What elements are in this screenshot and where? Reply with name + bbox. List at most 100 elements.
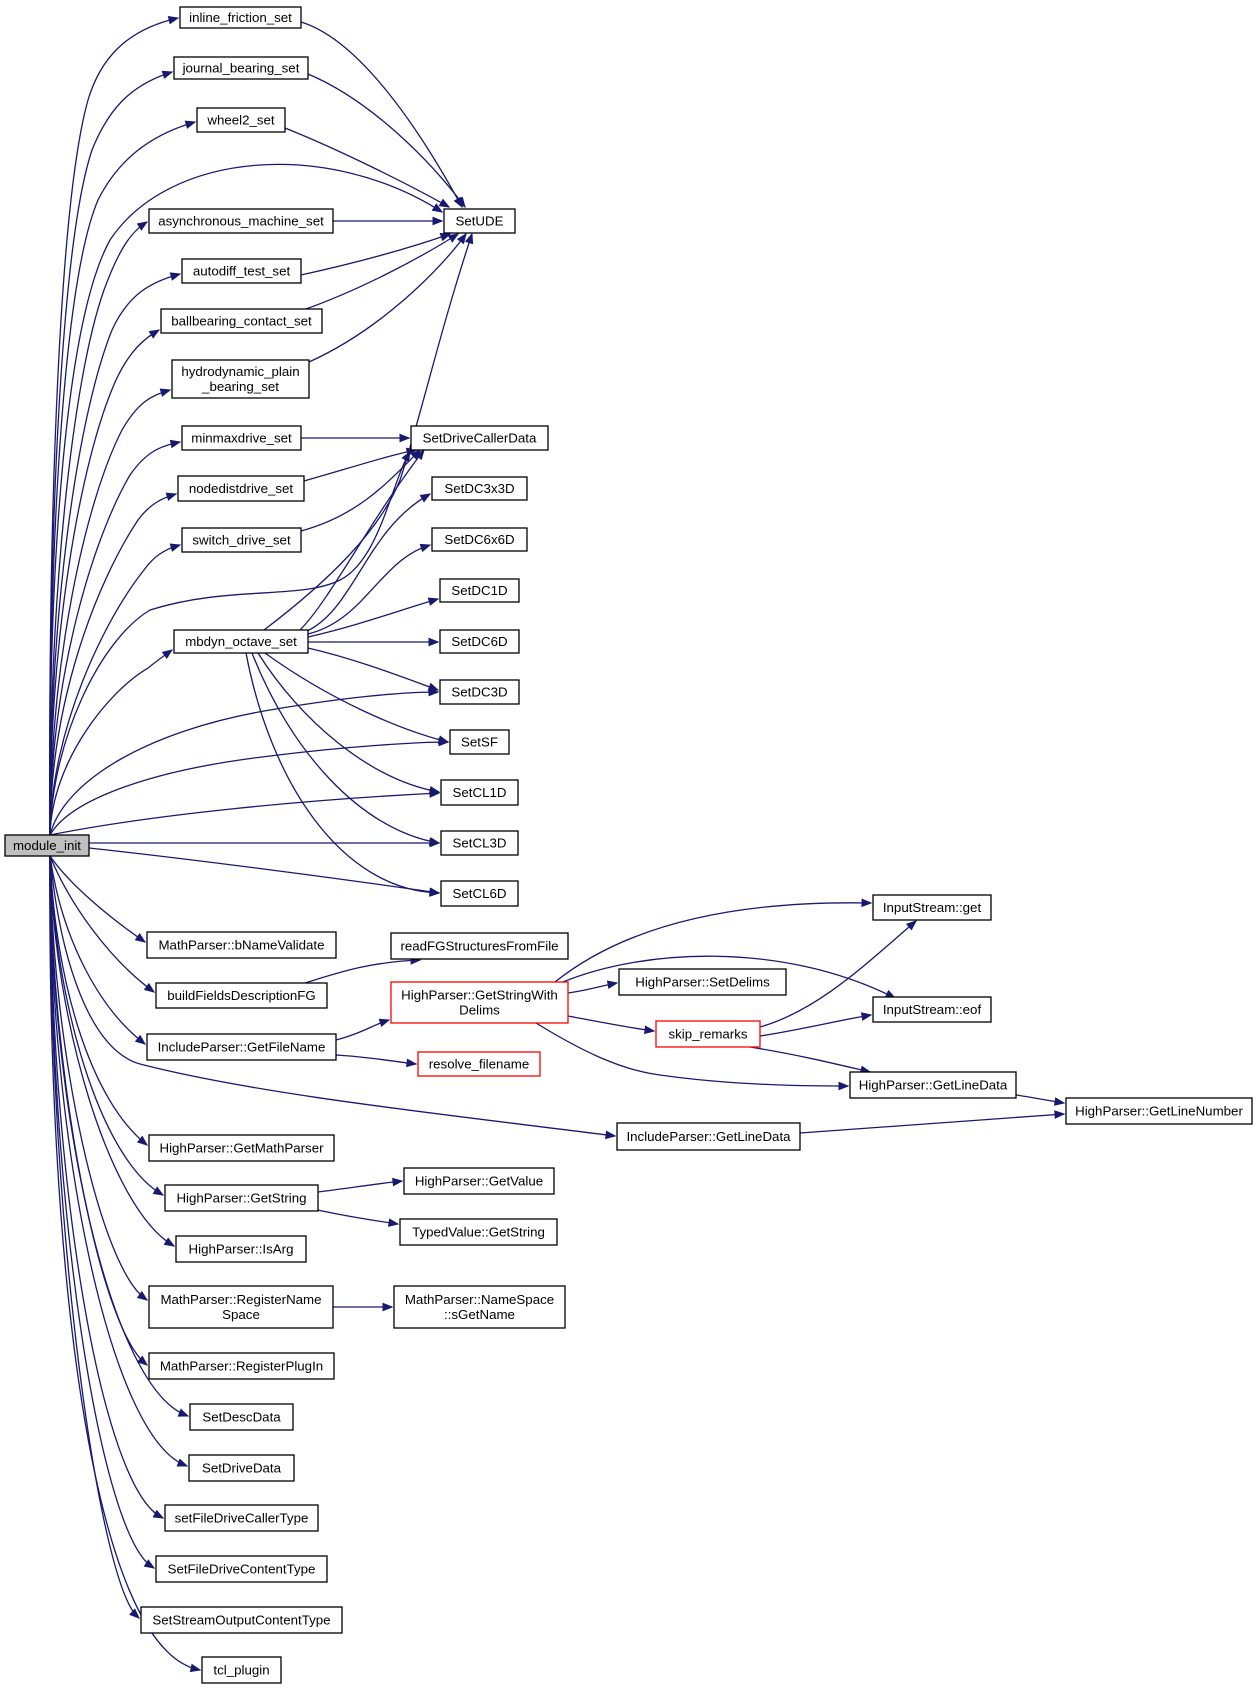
node-box[interactable]: [160, 308, 323, 334]
node-box[interactable]: [431, 527, 528, 552]
node-InputStream_eof[interactable]: InputStream::eof: [872, 996, 992, 1023]
node-SetCL1D[interactable]: SetCL1D: [440, 779, 519, 806]
node-box[interactable]: [181, 527, 302, 553]
node-box[interactable]: [4, 834, 90, 857]
node-SetDriveData[interactable]: SetDriveData: [188, 1454, 295, 1482]
node-box[interactable]: [618, 968, 787, 996]
node-module_init[interactable]: module_init: [4, 834, 90, 857]
node-box[interactable]: [399, 1218, 558, 1246]
node-box[interactable]: [872, 894, 992, 921]
node-box[interactable]: [181, 425, 302, 451]
node-InputStream_get[interactable]: InputStream::get: [872, 894, 992, 921]
node-box[interactable]: [146, 1033, 337, 1061]
node-box[interactable]: [390, 932, 569, 960]
node-skip_remarks[interactable]: skip_remarks: [655, 1020, 761, 1048]
node-HighParser_SetDelims[interactable]: HighParser::SetDelims: [618, 968, 787, 996]
node-box[interactable]: [189, 1403, 294, 1431]
node-MathParser_bNameValidate[interactable]: MathParser::bNameValidate: [146, 931, 337, 959]
node-box[interactable]: [155, 1555, 328, 1583]
node-box[interactable]: [146, 931, 337, 959]
node-switch_drive_set[interactable]: switch_drive_set: [181, 527, 302, 553]
node-inline_friction_set[interactable]: inline_friction_set: [179, 6, 302, 29]
node-box[interactable]: [655, 1020, 761, 1048]
node-wheel2_set[interactable]: wheel2_set: [196, 107, 286, 133]
node-MathParser_RegisterPlugIn[interactable]: MathParser::RegisterPlugIn: [148, 1352, 335, 1380]
node-box[interactable]: [390, 981, 569, 1024]
node-SetDriveCallerData[interactable]: SetDriveCallerData: [410, 425, 549, 451]
node-box[interactable]: [440, 880, 519, 907]
node-box[interactable]: [439, 629, 520, 654]
node-MathParser_NameSpace_sGetName[interactable]: MathParser::NameSpace::sGetName: [393, 1285, 566, 1329]
node-mbdyn_octave_set[interactable]: mbdyn_octave_set: [173, 629, 309, 654]
node-minmaxdrive_set[interactable]: minmaxdrive_set: [181, 425, 302, 451]
node-asynchronous_machine_set[interactable]: asynchronous_machine_set: [148, 208, 334, 234]
node-box[interactable]: [173, 629, 309, 654]
node-box[interactable]: [439, 578, 520, 603]
node-readFGStructuresFromFile[interactable]: readFGStructuresFromFile: [390, 932, 569, 960]
node-SetDC3D[interactable]: SetDC3D: [439, 679, 520, 705]
node-nodedistdrive_set[interactable]: nodedistdrive_set: [177, 475, 305, 502]
node-box[interactable]: [188, 1454, 295, 1482]
node-box[interactable]: [410, 425, 549, 451]
node-box[interactable]: [439, 679, 520, 705]
node-box[interactable]: [393, 1285, 566, 1329]
node-box[interactable]: [1065, 1097, 1253, 1125]
node-hydrodynamic_plain_bearing_set[interactable]: hydrodynamic_plain_bearing_set: [171, 359, 310, 399]
node-SetDC6x6D[interactable]: SetDC6x6D: [431, 527, 528, 552]
node-box[interactable]: [181, 258, 302, 284]
node-SetCL3D[interactable]: SetCL3D: [440, 830, 519, 856]
node-SetSF[interactable]: SetSF: [449, 729, 510, 755]
node-HighParser_GetMathParser[interactable]: HighParser::GetMathParser: [148, 1134, 335, 1162]
node-box[interactable]: [872, 996, 992, 1023]
node-box[interactable]: [173, 56, 309, 80]
node-SetDC1D[interactable]: SetDC1D: [439, 578, 520, 603]
node-box[interactable]: [148, 1352, 335, 1380]
node-SetDC3x3D[interactable]: SetDC3x3D: [431, 476, 528, 501]
node-box[interactable]: [201, 1656, 282, 1684]
node-HighParser_GetLineNumber[interactable]: HighParser::GetLineNumber: [1065, 1097, 1253, 1125]
node-box[interactable]: [148, 1285, 334, 1329]
node-HighParser_IsArg[interactable]: HighParser::IsArg: [175, 1235, 307, 1263]
node-box[interactable]: [164, 1184, 319, 1212]
node-ballbearing_contact_set[interactable]: ballbearing_contact_set: [160, 308, 323, 334]
node-box[interactable]: [440, 779, 519, 806]
node-SetStreamOutputContentType[interactable]: SetStreamOutputContentType: [140, 1606, 343, 1634]
node-HighParser_GetString[interactable]: HighParser::GetString: [164, 1184, 319, 1212]
node-TypedValue_GetString[interactable]: TypedValue::GetString: [399, 1218, 558, 1246]
node-tcl_plugin[interactable]: tcl_plugin: [201, 1656, 282, 1684]
node-box[interactable]: [179, 6, 302, 29]
node-box[interactable]: [417, 1051, 541, 1077]
node-box[interactable]: [155, 982, 328, 1009]
node-box[interactable]: [148, 1134, 335, 1162]
node-box[interactable]: [449, 729, 510, 755]
node-box[interactable]: [616, 1122, 801, 1151]
node-autodiff_test_set[interactable]: autodiff_test_set: [181, 258, 302, 284]
node-IncludeParser_GetFileName[interactable]: IncludeParser::GetFileName: [146, 1033, 337, 1061]
node-box[interactable]: [171, 359, 310, 399]
node-box[interactable]: [431, 476, 528, 501]
node-journal_bearing_set[interactable]: journal_bearing_set: [173, 56, 309, 80]
node-box[interactable]: [177, 475, 305, 502]
node-IncludeParser_GetLineData[interactable]: IncludeParser::GetLineData: [616, 1122, 801, 1151]
node-box[interactable]: [140, 1606, 343, 1634]
node-SetFileDriveContentType[interactable]: SetFileDriveContentType: [155, 1555, 328, 1583]
node-setFileDriveCallerType[interactable]: setFileDriveCallerType: [164, 1504, 319, 1532]
node-box[interactable]: [440, 830, 519, 856]
node-box[interactable]: [403, 1167, 555, 1195]
node-box[interactable]: [196, 107, 286, 133]
node-SetDC6D[interactable]: SetDC6D: [439, 629, 520, 654]
node-resolve_filename[interactable]: resolve_filename: [417, 1051, 541, 1077]
node-box[interactable]: [175, 1235, 307, 1263]
node-box[interactable]: [849, 1071, 1017, 1099]
node-HighParser_GetValue[interactable]: HighParser::GetValue: [403, 1167, 555, 1195]
node-SetDescData[interactable]: SetDescData: [189, 1403, 294, 1431]
node-HighParser_GetLineData[interactable]: HighParser::GetLineData: [849, 1071, 1017, 1099]
node-box[interactable]: [148, 208, 334, 234]
node-SetCL6D[interactable]: SetCL6D: [440, 880, 519, 907]
node-SetUDE[interactable]: SetUDE: [443, 208, 516, 234]
node-box[interactable]: [443, 208, 516, 234]
node-box[interactable]: [164, 1504, 319, 1532]
node-buildFieldsDescriptionFG[interactable]: buildFieldsDescriptionFG: [155, 982, 328, 1009]
